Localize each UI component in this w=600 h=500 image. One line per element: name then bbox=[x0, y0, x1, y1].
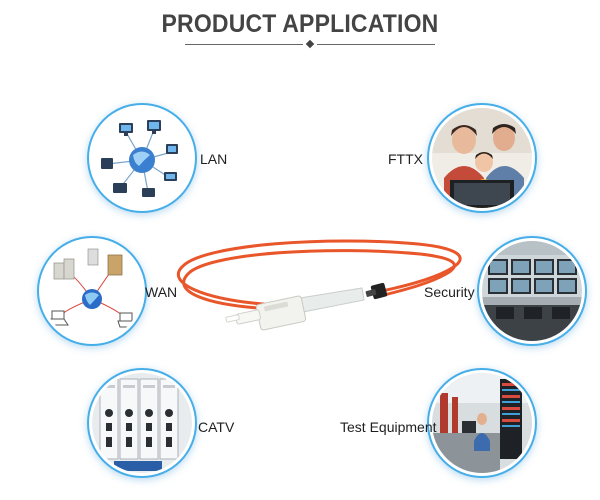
lan-label: LAN bbox=[200, 151, 228, 167]
title-divider-diamond bbox=[305, 39, 315, 49]
test-equipment-application-circle bbox=[432, 373, 532, 473]
security-label: Security bbox=[424, 284, 475, 300]
lan-application-circle bbox=[92, 108, 192, 208]
catv-application-circle bbox=[92, 373, 192, 473]
wan-network-icon bbox=[42, 241, 142, 341]
page-title: PRODUCT APPLICATION bbox=[161, 10, 439, 38]
title-divider-left bbox=[185, 44, 303, 45]
test-equipment-label: Test Equipment bbox=[340, 419, 437, 435]
fiber-cable-strand bbox=[176, 239, 462, 307]
security-monitor-room-photo bbox=[482, 241, 582, 341]
catv-rack-equipment-photo bbox=[92, 373, 192, 473]
lan-network-icon bbox=[92, 108, 192, 208]
fttx-application-circle bbox=[432, 108, 532, 208]
wan-label: WAN bbox=[145, 284, 178, 300]
test-equipment-lab-photo bbox=[432, 373, 532, 473]
wan-application-circle bbox=[42, 241, 142, 341]
security-application-circle bbox=[482, 241, 582, 341]
fiber-cable-clip bbox=[365, 282, 388, 300]
title-divider-right bbox=[317, 44, 435, 45]
fiber-cable-strand bbox=[182, 249, 456, 311]
catv-label: CATV bbox=[198, 419, 235, 435]
fttx-label: FTTX bbox=[388, 151, 423, 167]
lc-connector bbox=[225, 287, 365, 331]
family-computer-photo bbox=[432, 108, 532, 208]
